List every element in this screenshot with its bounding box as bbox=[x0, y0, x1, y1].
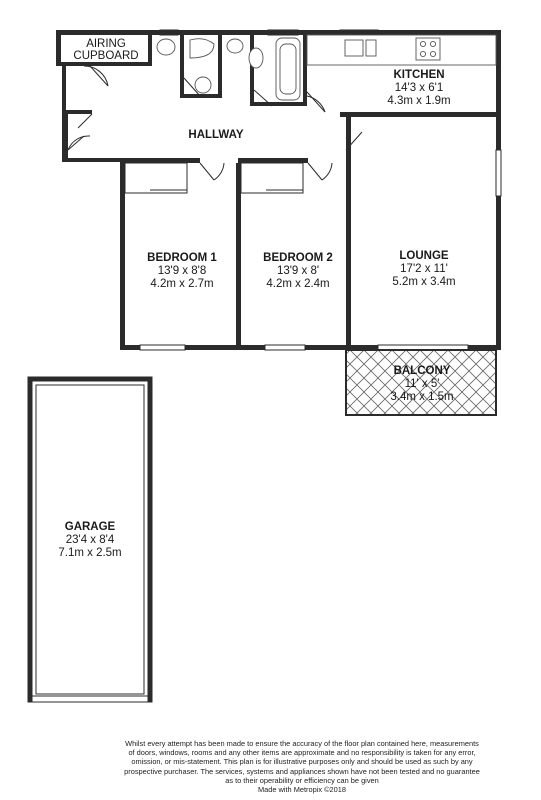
balcony-imperial: 11' x 5' bbox=[405, 378, 440, 390]
disclaimer-line: of doors, windows, rooms and any other i… bbox=[128, 748, 476, 758]
garage-metric: 7.1m x 2.5m bbox=[58, 547, 121, 559]
garage-imperial: 23'4 x 8'4 bbox=[66, 534, 115, 546]
lounge-name: LOUNGE bbox=[399, 250, 449, 262]
airing-label-line1: AIRING bbox=[86, 38, 126, 50]
flat-walls bbox=[56, 30, 501, 350]
garage-outline bbox=[27, 376, 153, 703]
disclaimer-line: as to their operability or efficiency ca… bbox=[225, 775, 379, 785]
bedroom2-name: BEDROOM 2 bbox=[263, 252, 333, 264]
lounge-metric: 5.2m x 3.4m bbox=[392, 276, 455, 288]
room-labels: AIRING CUPBOARD KITCHEN 14'3 x 6'1 4.3m … bbox=[58, 38, 455, 559]
garage-name: GARAGE bbox=[65, 521, 116, 533]
bedroom2-imperial: 13'9 x 8' bbox=[277, 265, 319, 277]
balcony-area bbox=[345, 349, 497, 416]
disclaimer-line: prospective purchaser. The services, sys… bbox=[124, 766, 480, 776]
airing-label-line2: CUPBOARD bbox=[73, 50, 138, 62]
bedroom1-name: BEDROOM 1 bbox=[147, 252, 217, 264]
sanitary-fixtures bbox=[156, 37, 301, 101]
hallway-name: HALLWAY bbox=[188, 129, 243, 141]
doors bbox=[67, 65, 363, 181]
kitchen-name: KITCHEN bbox=[393, 69, 444, 81]
kitchen-imperial: 14'3 x 6'1 bbox=[395, 82, 444, 94]
kitchen-metric: 4.3m x 1.9m bbox=[387, 95, 450, 107]
lounge-imperial: 17'2 x 11' bbox=[400, 263, 448, 275]
balcony-name: BALCONY bbox=[394, 365, 451, 377]
bedroom1-metric: 4.2m x 2.7m bbox=[150, 278, 213, 290]
bedroom1-imperial: 13'9 x 8'8 bbox=[158, 265, 207, 277]
disclaimer-line: Whilst every attempt has been made to en… bbox=[125, 739, 479, 748]
wardrobes bbox=[124, 162, 304, 194]
disclaimer: Whilst every attempt has been made to en… bbox=[92, 739, 512, 794]
disclaimer-line: omission, or mis-statement. This plan is… bbox=[131, 757, 473, 767]
bedroom2-metric: 4.2m x 2.4m bbox=[266, 278, 329, 290]
metropix-credit: Made with Metropix ©2018 bbox=[257, 785, 347, 795]
kitchen-fittings bbox=[306, 34, 497, 66]
windows bbox=[139, 29, 502, 351]
balcony-metric: 3.4m x 1.5m bbox=[390, 391, 453, 403]
